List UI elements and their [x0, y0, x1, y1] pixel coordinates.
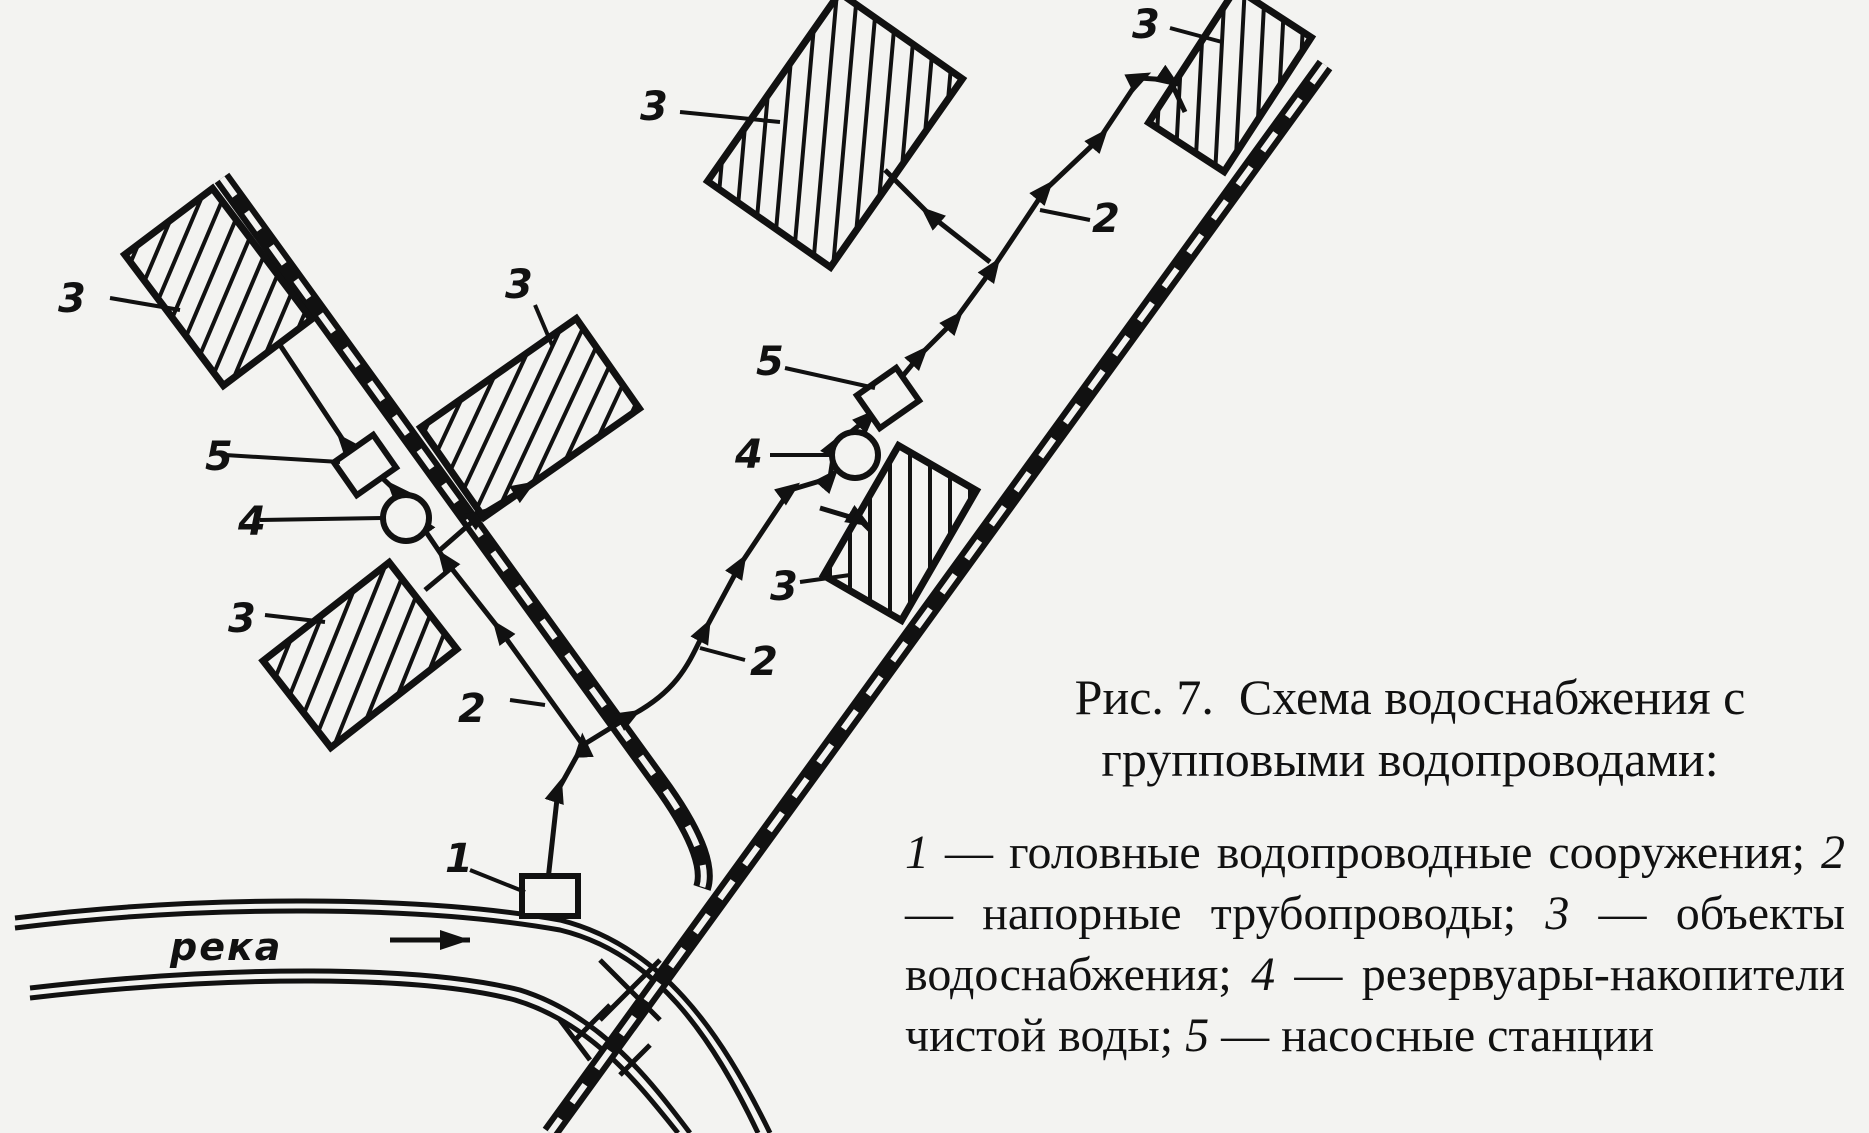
- pipe-branch-right-top: [883, 168, 992, 264]
- river-bank-upper-inner: [14, 908, 761, 1133]
- leader-lines: [109, 26, 1223, 894]
- object-left-bottom: [258, 557, 462, 753]
- railway-left: [214, 172, 713, 891]
- head-works: [519, 873, 581, 919]
- caption-prefix: Рис.: [1074, 669, 1164, 725]
- label-reservoir: 4: [237, 499, 266, 545]
- caption-number: 7.: [1176, 669, 1214, 725]
- legend-item: 4 — резервуары-накопители чистой воды;: [905, 948, 1846, 1062]
- caption-line-1: Рис. 7. Схема водоснабжения с: [985, 666, 1835, 728]
- label-object: 3: [228, 596, 256, 642]
- legend-item: 1 — головные водопроводные сооружения;: [905, 826, 1806, 879]
- label-object: 3: [640, 84, 668, 130]
- object-top-right: [1143, 0, 1317, 177]
- legend-item: 5 — насосные станции: [1185, 1009, 1655, 1062]
- legend-item: 2 — напорные трубопроводы;: [905, 826, 1846, 940]
- label-object: 3: [505, 262, 533, 308]
- figure-legend: 1 — головные водопроводные сооружения; 2…: [905, 822, 1845, 1066]
- pipe-main-right: [581, 64, 1188, 748]
- label-pipe: 2: [458, 686, 486, 732]
- river-bank-lower-inner: [29, 978, 680, 1133]
- label-pump: 5: [205, 434, 233, 480]
- label-pipe: 2: [1092, 196, 1120, 242]
- label-pump: 5: [756, 339, 784, 385]
- object-center: [415, 313, 645, 523]
- label-object: 3: [1132, 2, 1160, 48]
- reservoir-left: [380, 492, 432, 544]
- label-object: 3: [58, 276, 86, 322]
- pump-station-left: [329, 430, 401, 500]
- river-flow-arrow: [390, 930, 470, 950]
- pipe-branch-low-left: [423, 563, 457, 592]
- object-left-top: [119, 183, 317, 391]
- label-reservoir: 4: [734, 432, 763, 478]
- label-object: 3: [770, 564, 798, 610]
- object-top-center: [702, 0, 968, 273]
- label-source: 1: [445, 836, 473, 882]
- reservoir-right: [829, 429, 881, 481]
- label-pipe: 2: [750, 639, 778, 685]
- object-right-mid: [818, 440, 982, 626]
- river-label: река: [169, 925, 282, 969]
- river-bank-lower: [29, 968, 692, 1133]
- figure-caption: Рис. 7. Схема водоснабжения с групповыми…: [985, 666, 1835, 790]
- caption-title-1: Схема водоснабжения с: [1238, 669, 1746, 725]
- legend-item: 3 — объекты водоснабжения;: [905, 887, 1846, 1001]
- pump-station-right: [852, 363, 924, 433]
- bridge: [558, 958, 662, 1077]
- caption-title-2: групповыми водопроводами:: [1101, 731, 1719, 787]
